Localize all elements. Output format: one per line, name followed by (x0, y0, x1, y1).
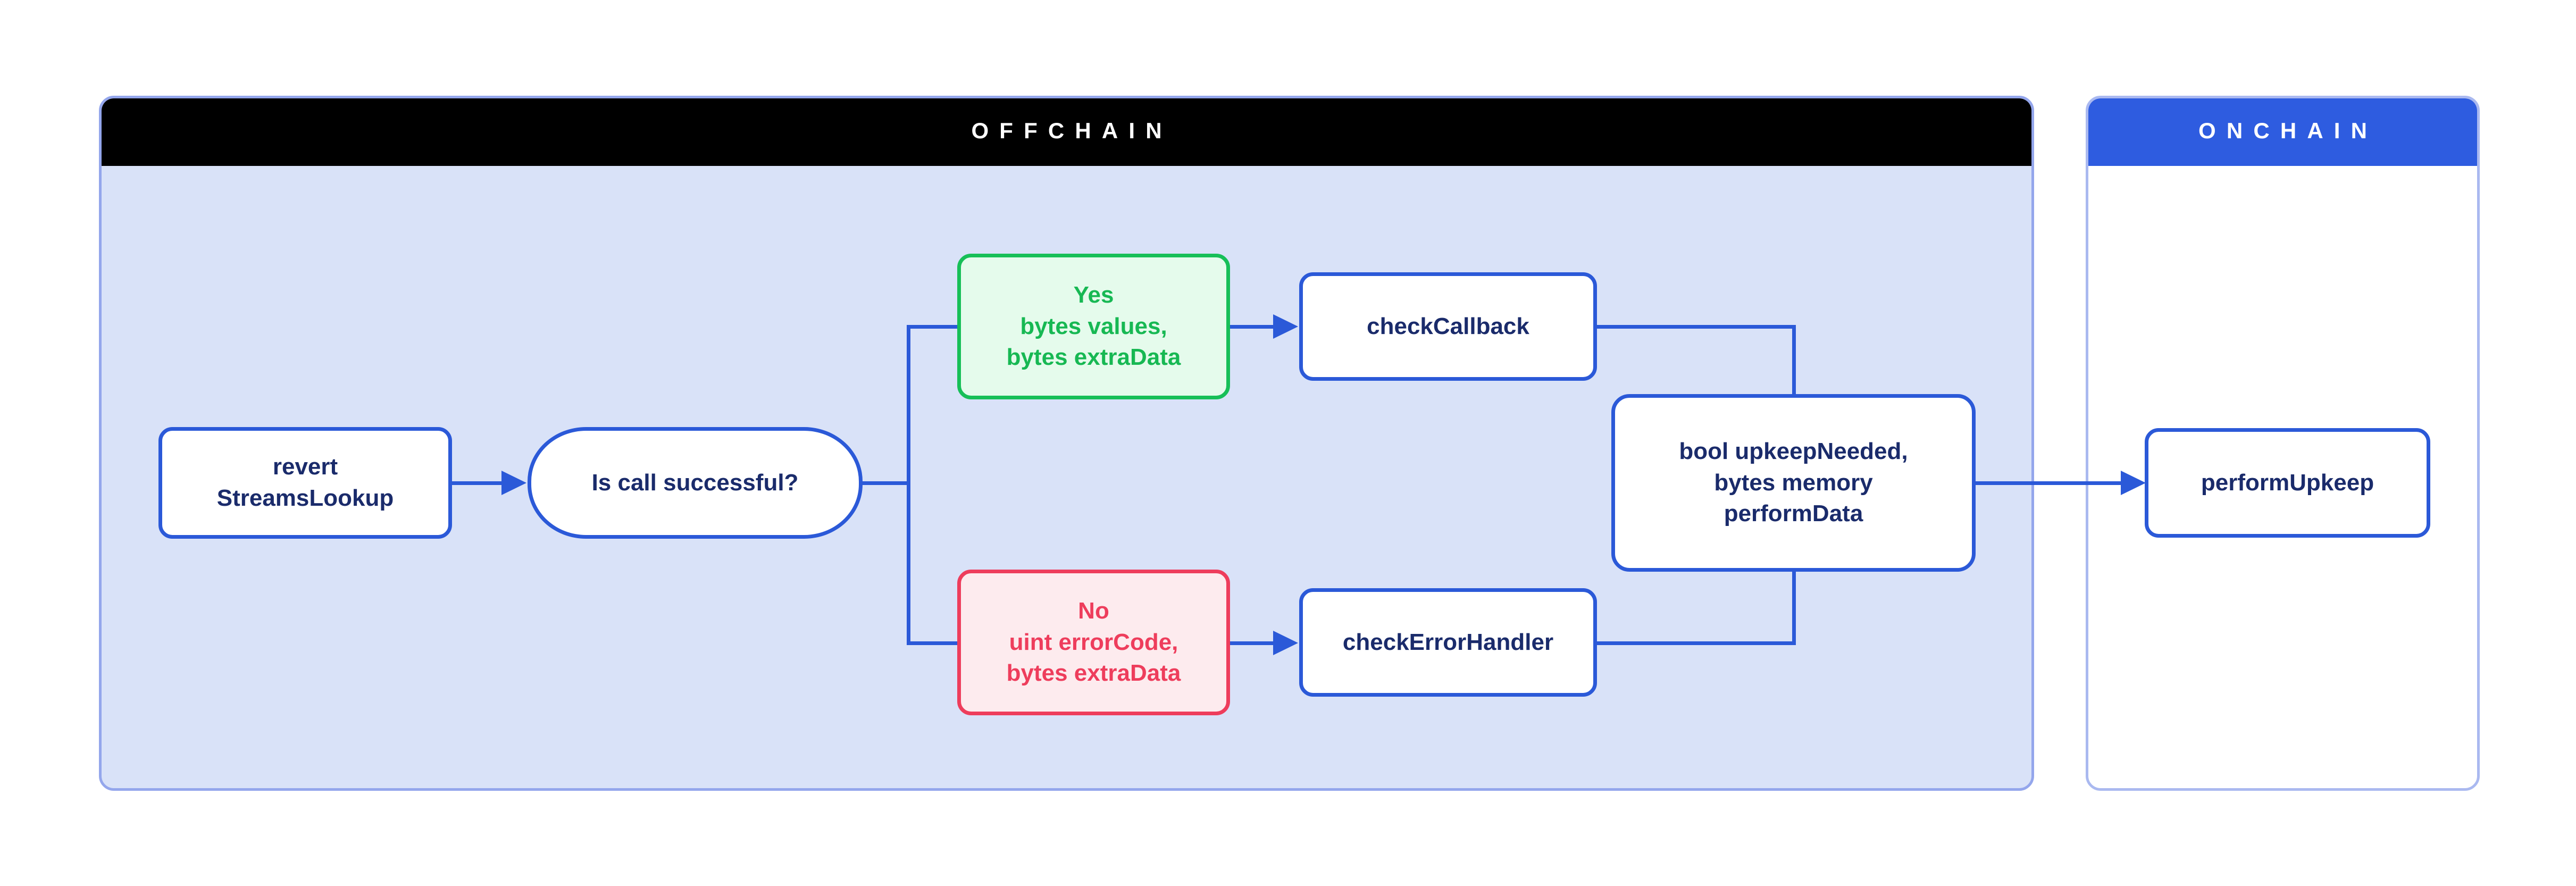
edge-junction-to-no (907, 641, 960, 645)
edge-success-check-to-junction (863, 481, 910, 485)
edge-check-error-handler-to-merge (1597, 641, 1796, 645)
edge-check-callback-to-merge (1597, 325, 1796, 329)
arrowhead-into-check-error-handler (1273, 631, 1298, 655)
edge-revert-to-success-check (452, 481, 503, 485)
edge-junction-to-yes (907, 325, 960, 329)
arrowhead-into-perform-upkeep (2121, 471, 2146, 495)
node-revert-line1: revert (272, 454, 338, 480)
node-upkeep-needed: bool upkeepNeeded, bytes memory performD… (1611, 394, 1976, 572)
node-no-line3: bytes extraData (1006, 660, 1181, 687)
node-check-callback: checkCallback (1299, 272, 1597, 381)
node-no-line2: uint errorCode, (1009, 629, 1178, 655)
edge-branch-junction-vertical (907, 325, 910, 645)
node-upkeep-needed-line2: bytes memory (1714, 469, 1873, 496)
edge-no-to-check-error-handler (1230, 641, 1275, 645)
arrowhead-into-check-callback (1273, 314, 1298, 339)
node-no-line1: No (1078, 598, 1109, 624)
node-check-callback-label: checkCallback (1367, 313, 1529, 339)
node-yes-line3: bytes extraData (1006, 344, 1181, 371)
node-is-call-successful-label: Is call successful? (591, 469, 799, 496)
edge-merge-down-to-upkeep-top (1792, 325, 1796, 397)
node-upkeep-needed-line3: performData (1724, 500, 1863, 527)
edge-yes-to-check-callback (1230, 325, 1275, 329)
onchain-header: ONCHAIN (2088, 98, 2477, 166)
edge-merge-up-to-upkeep-bottom (1792, 569, 1796, 645)
node-check-error-handler: checkErrorHandler (1299, 588, 1597, 697)
node-check-error-handler-label: checkErrorHandler (1342, 629, 1554, 655)
node-revert-streamslookup: revert StreamsLookup (158, 427, 452, 539)
node-is-call-successful: Is call successful? (528, 427, 863, 539)
node-revert-line2: StreamsLookup (216, 485, 394, 511)
node-perform-upkeep-label: performUpkeep (2201, 469, 2374, 496)
edge-upkeep-to-perform-upkeep (1976, 481, 2123, 485)
arrowhead-into-success-check (501, 471, 526, 495)
offchain-header: OFFCHAIN (102, 98, 2031, 166)
node-no-branch: No uint errorCode, bytes extraData (957, 570, 1230, 715)
node-yes-line2: bytes values, (1020, 313, 1167, 339)
node-upkeep-needed-line1: bool upkeepNeeded, (1679, 438, 1908, 465)
node-perform-upkeep: performUpkeep (2145, 428, 2430, 538)
node-yes-branch: Yes bytes values, bytes extraData (957, 254, 1230, 399)
node-yes-line1: Yes (1073, 282, 1114, 308)
